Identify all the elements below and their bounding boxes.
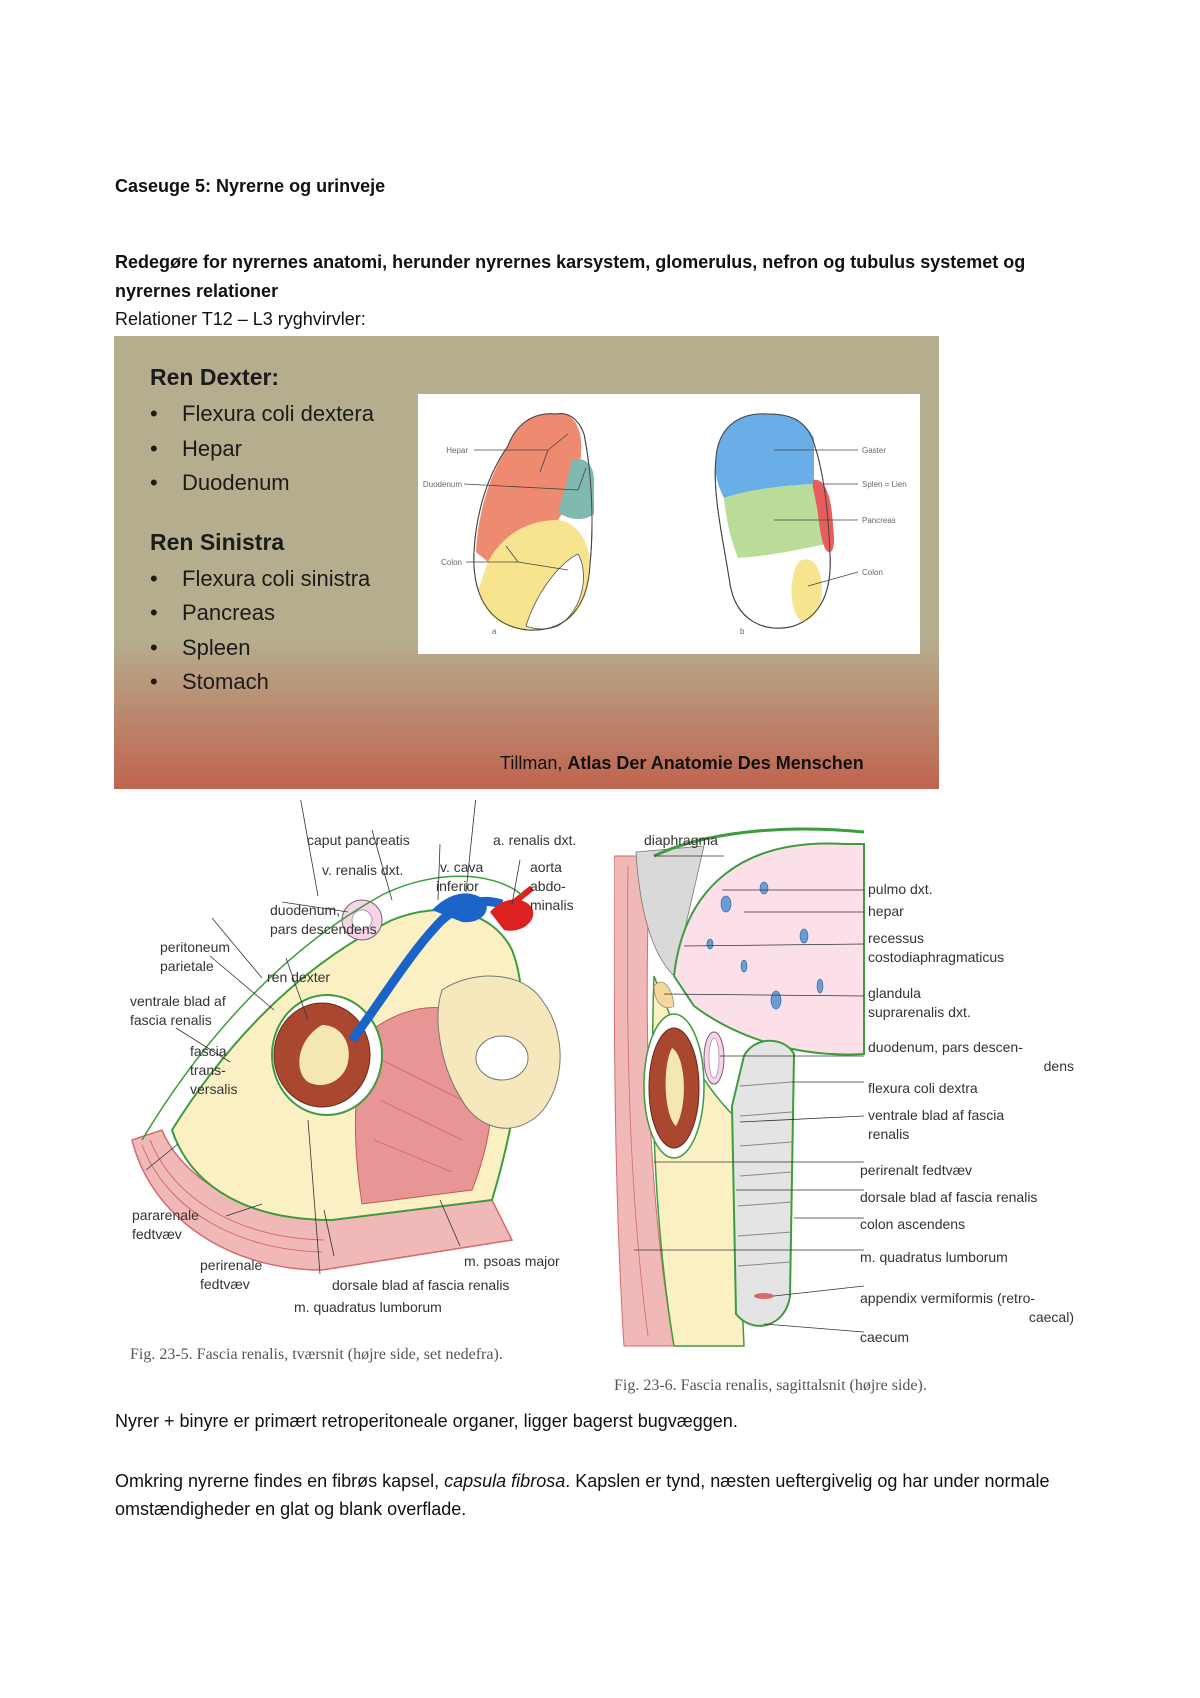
panel-a: Hepar Duodenum Colon a (423, 413, 594, 636)
label-gaster: Gaster (862, 446, 886, 455)
label-v-cava-2: inferior (436, 878, 479, 894)
label-colon-b: Colon (862, 568, 883, 577)
panel-letter-b: b (740, 627, 745, 636)
label-pararenale-2: fedtvæv (132, 1226, 182, 1242)
label-diaphragma: diaphragma (644, 832, 718, 848)
ren-sinistra-title: Ren Sinistra (150, 528, 285, 555)
label-splen: Splen = Lien (862, 480, 907, 489)
label-ventrale-2: fascia renalis (130, 1012, 212, 1028)
paragraph-capsula: Omkring nyrerne findes en fibrøs kapsel,… (115, 1471, 1050, 1519)
list-item: •Flexura coli sinistra (150, 565, 371, 591)
gaster-region (715, 413, 814, 498)
label-ventrale-2: renalis (868, 1126, 909, 1142)
figure-23-5: caput pancreatis a. renalis dxt. v. rena… (112, 795, 612, 1340)
label-peritoneum: peritoneum (160, 939, 230, 955)
figure-23-6: diaphragma pulmo dxt. hepar recessus cos… (613, 826, 1114, 1371)
sagittal-section-svg: diaphragma pulmo dxt. hepar recessus cos… (613, 827, 1074, 1347)
label-aorta-2: abdo- (530, 878, 566, 894)
ren-dexter-list: •Flexura coli dextera •Hepar •Duodenum (150, 397, 374, 501)
label-colon-a: Colon (441, 558, 462, 567)
label-aorta-3: minalis (530, 897, 574, 913)
label-quadratus: m. quadratus lumborum (860, 1249, 1008, 1265)
label-v-renalis: v. renalis dxt. (322, 862, 403, 878)
label-v-cava: v. cava (440, 859, 484, 875)
list-item: •Flexura coli dextera (150, 401, 374, 426)
label-pancreas: Pancreas (862, 516, 896, 525)
label-fascia-2: trans- (190, 1062, 226, 1078)
panel-b: Gaster Splen = Lien Pancreas Colon b (714, 413, 907, 636)
label-glandula-2: suprarenalis dxt. (868, 1004, 971, 1020)
label-a-renalis: a. renalis dxt. (493, 832, 576, 848)
list-item: •Pancreas (150, 600, 275, 625)
label-glandula: glandula (868, 985, 921, 1001)
label-perirenale: perirenale (200, 1257, 262, 1273)
slide-text-block: Ren Dexter: •Flexura coli dextera •Hepar… (150, 364, 374, 700)
ren-sinistra-list: •Flexura coli sinistra •Pancreas •Spleen… (150, 562, 374, 700)
label-duodenum: duodenum, (270, 902, 340, 918)
label-pulmo: pulmo dxt. (868, 881, 933, 897)
section-heading: Redegøre for nyrernes anatomi, herunder … (115, 252, 1026, 301)
label-recessus: recessus (868, 930, 924, 946)
label-hepar: Hepar (446, 446, 468, 455)
label-ventrale: ventrale blad af (130, 993, 226, 1009)
label-appendix: appendix vermiformis (retro- (860, 1290, 1035, 1306)
label-peritoneum-2: parietale (160, 958, 214, 974)
label-perirenale-2: fedtvæv (200, 1276, 250, 1292)
label-duodenum-2: pars descendens (270, 921, 377, 937)
label-caput-pancreatis: caput pancreatis (307, 832, 410, 848)
label-hepar: hepar (868, 903, 904, 919)
transverse-section-svg: caput pancreatis a. renalis dxt. v. rena… (130, 795, 576, 1315)
term-capsula-fibrosa: capsula fibrosa (444, 1471, 566, 1491)
document-title: Caseuge 5: Nyrerne og urinveje (115, 176, 386, 196)
kidney-relations-svg: Hepar Duodenum Colon a Gaster Splen = Li… (423, 413, 907, 636)
label-caecum: caecum (860, 1329, 909, 1345)
label-duodenum: Duodenum (423, 480, 462, 489)
label-perirenalt: perirenalt fedtvæv (860, 1162, 972, 1178)
label-pararenale: pararenale (132, 1207, 199, 1223)
list-item: •Duodenum (150, 470, 290, 495)
label-fascia-3: versalis (190, 1081, 237, 1097)
kidney-relations-figure: Hepar Duodenum Colon a Gaster Splen = Li… (418, 394, 920, 654)
label-ren-dexter: ren dexter (267, 969, 330, 985)
ren-dexter-title: Ren Dexter: (150, 364, 280, 390)
paragraph-retroperitoneal: Nyrer + binyre er primært retroperitonea… (115, 1411, 738, 1431)
label-dorsale: dorsale blad af fascia renalis (332, 1277, 509, 1293)
label-flexura: flexura coli dextra (868, 1080, 978, 1096)
label-aorta: aorta (530, 859, 562, 875)
pancreas-region (724, 484, 826, 558)
label-appendix-2: caecal) (1029, 1309, 1074, 1325)
label-duodenum: duodenum, pars descen- (868, 1039, 1023, 1055)
label-dorsale: dorsale blad af fascia renalis (860, 1189, 1037, 1205)
relations-line: Relationer T12 – L3 ryghvirvler: (115, 309, 366, 329)
duodenum-region (558, 458, 594, 520)
label-colon: colon ascendens (860, 1216, 965, 1232)
label-psoas: m. psoas major (464, 1253, 560, 1269)
colon-b-region (791, 559, 822, 622)
label-ventrale: ventrale blad af fascia (868, 1107, 1004, 1123)
list-item: •Stomach (150, 669, 269, 694)
list-item: •Hepar (150, 435, 242, 461)
label-quadratus: m. quadratus lumborum (294, 1299, 442, 1315)
figure-23-5-caption: Fig. 23-5. Fascia renalis, tværsnit (høj… (130, 1346, 503, 1363)
label-duodenum-2: dens (1044, 1058, 1074, 1074)
slide-credit: Tillman, Atlas Der Anatomie Des Menschen (500, 753, 864, 773)
hepar-region (476, 413, 582, 562)
figure-23-6-caption: Fig. 23-6. Fascia renalis, sagittalsnit … (614, 1377, 927, 1394)
list-item: •Spleen (150, 634, 251, 660)
label-fascia: fascia (190, 1043, 227, 1059)
relations-slide: Ren Dexter: •Flexura coli dextera •Hepar… (114, 336, 939, 789)
panel-letter-a: a (492, 627, 497, 636)
slide-gradient (114, 639, 939, 789)
label-recessus-2: costodiaphragmaticus (868, 949, 1004, 965)
